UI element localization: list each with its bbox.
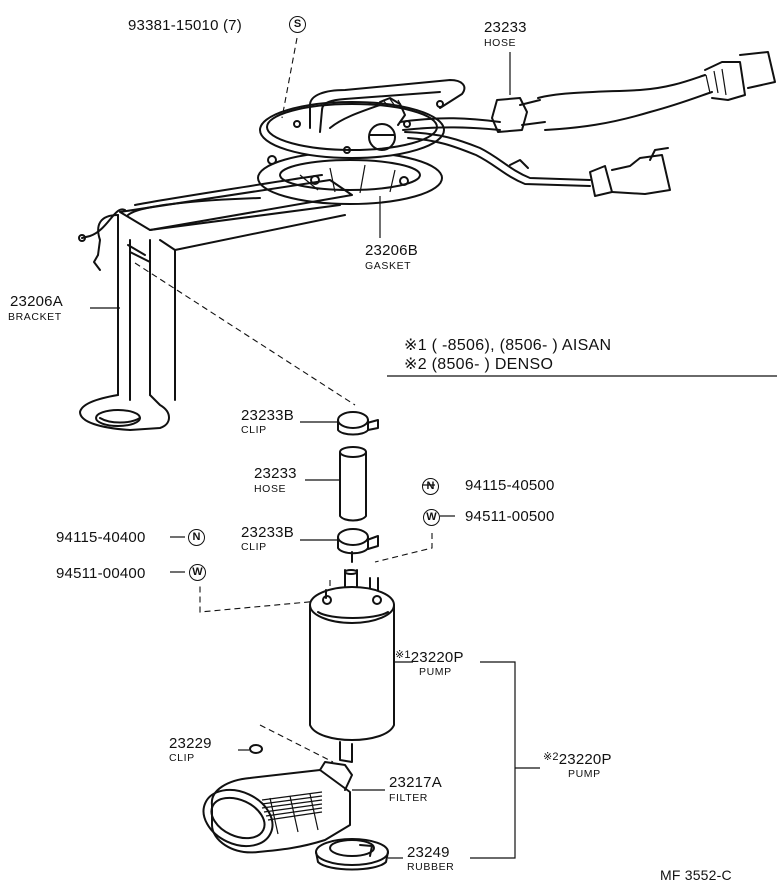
screw-leader-line (281, 37, 298, 119)
nut-left-pn: 94115-40400 (56, 529, 146, 546)
pump-denso-name: PUMP (568, 768, 601, 780)
filter-pn: 23217A (389, 774, 442, 791)
washer-right-pn: 94511-00500 (465, 508, 555, 525)
pump-aisan-label: ※123220P (395, 649, 464, 666)
note-aisan: ※1 ( -8506), (8506- ) AISAN (404, 337, 612, 354)
pump-aisan-name: PUMP (419, 666, 452, 678)
washer-left-pn: 94511-00400 (56, 565, 146, 582)
clip-upper-name: CLIP (241, 424, 267, 436)
rubber-drawing (315, 838, 389, 871)
clip-upper-pn: 23233B (241, 407, 294, 424)
rubber-name: RUBBER (407, 861, 455, 873)
pump-denso-label: ※223220P (543, 751, 612, 768)
clip-lower-name: CLIP (241, 541, 267, 553)
gasket-name: GASKET (365, 260, 412, 272)
note-denso: ※2 (8506- ) DENSO (404, 356, 554, 373)
pump-drawing (199, 533, 433, 763)
hose-top-pn: 23233 (484, 19, 527, 36)
nut-left-symbol: N (188, 529, 205, 546)
gasket-pn: 23206B (365, 242, 418, 259)
top-screw-pn: 93381-15010 (7) (128, 17, 242, 34)
clip-small-pn: 23229 (169, 735, 212, 752)
hose-mid-name: HOSE (254, 483, 287, 495)
bracket-name: BRACKET (8, 311, 62, 323)
pump-denso-pn: 23220P (558, 751, 612, 768)
filter-name: FILTER (389, 792, 428, 804)
rubber-pn: 23249 (407, 844, 450, 861)
pump-aisan-pn: 23220P (410, 649, 464, 666)
top-hose-drawing (399, 51, 776, 197)
washer-left-symbol: W (189, 564, 206, 581)
upper-clip-drawing (337, 411, 379, 436)
washer-right-symbol: W (423, 509, 440, 526)
nut-right-symbol: N (422, 478, 439, 495)
hose-mid-pn: 23233 (254, 465, 297, 482)
small-clip-drawing (249, 724, 334, 763)
filter-drawing (202, 761, 353, 854)
sender-plate-drawing (259, 79, 466, 159)
screw-symbol: S (289, 16, 306, 33)
clip-lower-pn: 23233B (241, 524, 294, 541)
bracket-to-clip-line (134, 262, 356, 406)
hose-top-name: HOSE (484, 37, 517, 49)
clip-small-name: CLIP (169, 752, 195, 764)
diagram-code: MF 3552-C (660, 867, 732, 883)
middle-hose-drawing (339, 446, 367, 522)
nut-right-pn: 94115-40500 (465, 477, 555, 494)
pump-denso-mark: ※2 (543, 751, 559, 763)
bracket-pn: 23206A (10, 293, 63, 310)
bracket-drawing (78, 174, 353, 431)
pump-aisan-mark: ※1 (395, 649, 411, 661)
lower-clip-drawing (337, 528, 379, 563)
